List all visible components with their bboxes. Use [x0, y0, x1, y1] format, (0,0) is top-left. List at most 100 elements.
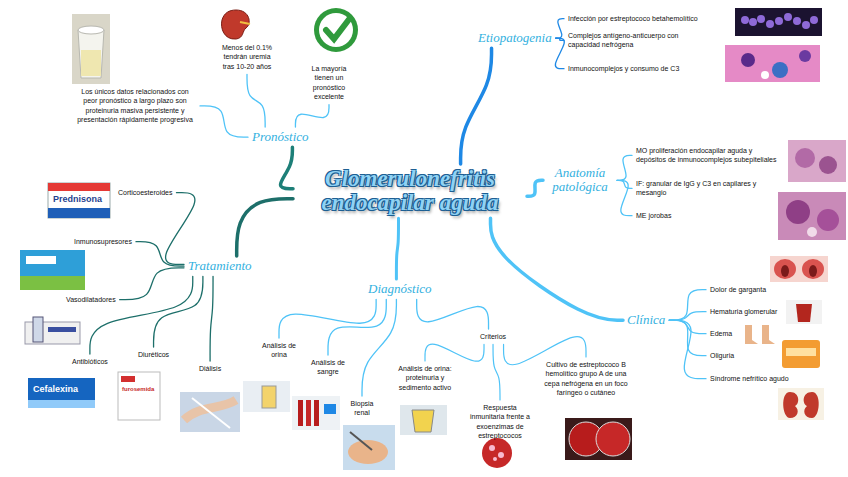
immunosuppressant-box	[20, 250, 85, 290]
subtopic-label: Corticoesteroides	[118, 188, 172, 197]
subtopic-label: MO proliferación endocapilar aguda y dep…	[636, 146, 782, 165]
subtopic-text: Diuréticos	[136, 349, 171, 360]
subtopic-label: Inmunocomplejos y consumo de C3	[568, 64, 679, 73]
central-topic: Glomerulonefritis endocapilar aguda	[295, 166, 525, 216]
subtopic-label: Oliguria	[710, 351, 734, 360]
prednisona-box	[48, 183, 110, 218]
subtopic-label: Inmunosupresores	[74, 237, 132, 246]
subtopic-label: Síndrome nefrítico agudo	[710, 374, 789, 383]
subtopic-label: Infección por estreptococo betahemolític…	[568, 14, 698, 23]
subtopic-label: La mayoría tienen un pronóstico excelent…	[302, 64, 356, 102]
subtopic-label: Análisis de orina	[260, 341, 298, 360]
subtopic-text: Edema	[708, 328, 734, 339]
branch-connector	[504, 337, 586, 365]
branch-connector	[280, 147, 293, 188]
branch-connector	[362, 299, 396, 396]
subtopic-label: Diuréticos	[138, 350, 169, 359]
drug-name: furosemida	[122, 386, 154, 392]
drug-name: Cefalexina	[33, 384, 78, 394]
subtopic-text: Cultivo de estreptococo B hemolítico gru…	[541, 359, 631, 399]
subtopic-text: Menos del 0.1% tendrán uremia tras 10-20…	[216, 42, 278, 72]
subtopic-text: Infección por estreptococo betahemolític…	[566, 13, 700, 24]
branch-connector	[247, 74, 265, 127]
branch-connector	[90, 276, 193, 354]
streptococcus-icon	[482, 438, 512, 468]
branch-connector	[279, 299, 376, 338]
subtopic-text: Inmunosupresores	[72, 236, 134, 247]
branch-label: Anatomía patológica	[547, 166, 613, 195]
subtopic-label: ME jorobas	[636, 211, 671, 220]
subtopic-text: MO proliferación endocapilar aguda y dep…	[634, 145, 784, 166]
branch-connector	[120, 268, 184, 300]
subtopic-text: IF: granular de IgG y C3 en capilares y …	[634, 178, 774, 199]
subtopic-label: Análisis de sangre	[307, 358, 349, 377]
branch-connector	[295, 105, 329, 127]
subtopic-text: ME jorobas	[634, 210, 673, 221]
furosemida-box	[118, 372, 160, 420]
cefalexina-box	[28, 378, 95, 408]
branch-connector	[237, 199, 293, 256]
branch-topic: Clínica	[625, 312, 667, 328]
branch-connector	[396, 218, 398, 279]
subtopic-label: Los únicos datos relacionados con peor p…	[74, 87, 196, 125]
branch-topic: Etiopatogenia	[476, 30, 554, 46]
branch-connector	[491, 218, 624, 320]
subtopic-label: Cultivo de estreptococo B hemolítico gru…	[543, 360, 629, 398]
subtopic-label: Análisis de orina: proteinuria y sedimen…	[395, 364, 455, 392]
subtopic-text: La mayoría tienen un pronóstico excelent…	[300, 63, 358, 103]
subtopic-label: Biopsia renal	[349, 399, 375, 418]
branch-connector	[669, 290, 706, 320]
branch-connector	[669, 320, 706, 379]
branch-label: Tratamiento	[188, 259, 252, 273]
branch-label: Pronóstico	[252, 130, 309, 144]
urine	[81, 50, 101, 76]
subtopic-label: Hematuria glomerular	[710, 307, 777, 316]
subtopic-text: Antibióticos	[70, 356, 110, 367]
throat-image	[770, 256, 828, 282]
subtopic-label: Edema	[710, 329, 732, 338]
branch-topic: Anatomía patológica	[545, 165, 615, 196]
cup	[78, 30, 104, 78]
branch-connector	[200, 106, 248, 137]
branch-label: Clínica	[627, 313, 665, 327]
central-title-text: Glomerulonefritis endocapilar aguda	[297, 167, 523, 215]
subtopic-text: Vasodilatadores	[64, 294, 118, 305]
dialysis-photo	[180, 392, 240, 432]
branch-connector	[154, 276, 203, 347]
subtopic-text: Inmunocomplejos y consumo de C3	[566, 63, 681, 74]
subtopic-text: Criterios	[478, 331, 508, 342]
branch-connector	[166, 193, 195, 265]
urine-cup-photo	[400, 405, 447, 435]
branch-connector	[425, 344, 484, 361]
branch-connector	[669, 312, 706, 320]
branch-connector	[461, 48, 492, 164]
subtopic-text: Complejos antígeno-anticuerpo con capaci…	[566, 30, 688, 51]
branch-connector	[617, 180, 632, 188]
edema-image	[745, 325, 775, 344]
oliguria-image	[782, 340, 820, 368]
photo-ground	[72, 14, 110, 84]
culture-plates-photo	[565, 418, 632, 460]
branch-connector	[210, 276, 213, 361]
kidneys-image	[778, 388, 824, 420]
branch-connector	[527, 180, 543, 196]
branch-connector	[555, 38, 564, 69]
branch-connector	[136, 242, 184, 266]
histology-photo	[778, 140, 846, 240]
branch-connector	[617, 155, 632, 180]
subtopic-label: Antibióticos	[72, 357, 108, 366]
branch-topic: Tratamiento	[186, 258, 254, 274]
subtopic-label: IF: granular de IgG y C3 en capilares y …	[636, 179, 772, 198]
urine-cup-photo	[72, 14, 110, 84]
branch-topic: Diagnóstico	[366, 281, 434, 297]
drug-name: Prednisona	[53, 194, 102, 204]
subtopic-label: Vasodilatadores	[66, 295, 116, 304]
subtopic-text: Biopsia renal	[347, 398, 377, 419]
vasodilator-vial	[25, 317, 80, 344]
subtopic-text: Análisis de sangre	[305, 357, 351, 378]
bacteria-photo	[735, 8, 822, 36]
subtopic-text: Hematuria glomerular	[708, 306, 779, 317]
subtopic-text: Respuesta inmunitaria frente a exoenzima…	[468, 402, 532, 442]
branch-connector	[493, 344, 500, 400]
subtopic-label: Complejos antígeno-anticuerpo con capaci…	[568, 31, 686, 50]
